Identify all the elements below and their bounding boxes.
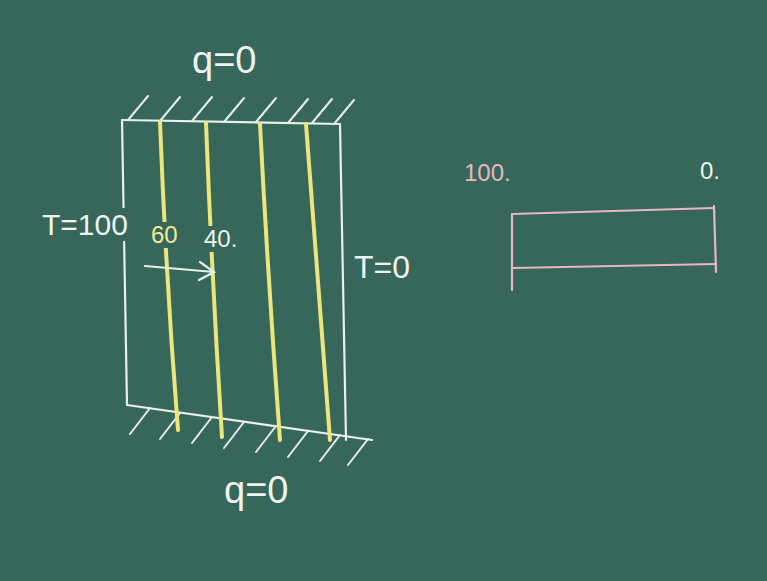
heat-flow-arrow [145,262,214,280]
one-d-bar [512,206,716,290]
temperature-value: 40. [202,226,239,252]
plate-outline [122,120,372,440]
end-temperature: 100. [462,160,513,186]
boundary-condition: q=0 [190,40,258,82]
temperature-value: 60 [149,222,180,248]
boundary-condition: T=100 [40,208,130,241]
end-temperature: 0. [698,158,722,184]
insulation-hatching [128,96,368,465]
boundary-condition: q=0 [222,470,290,512]
isotherm-lines [160,122,330,440]
boundary-condition: T=0 [352,250,412,285]
